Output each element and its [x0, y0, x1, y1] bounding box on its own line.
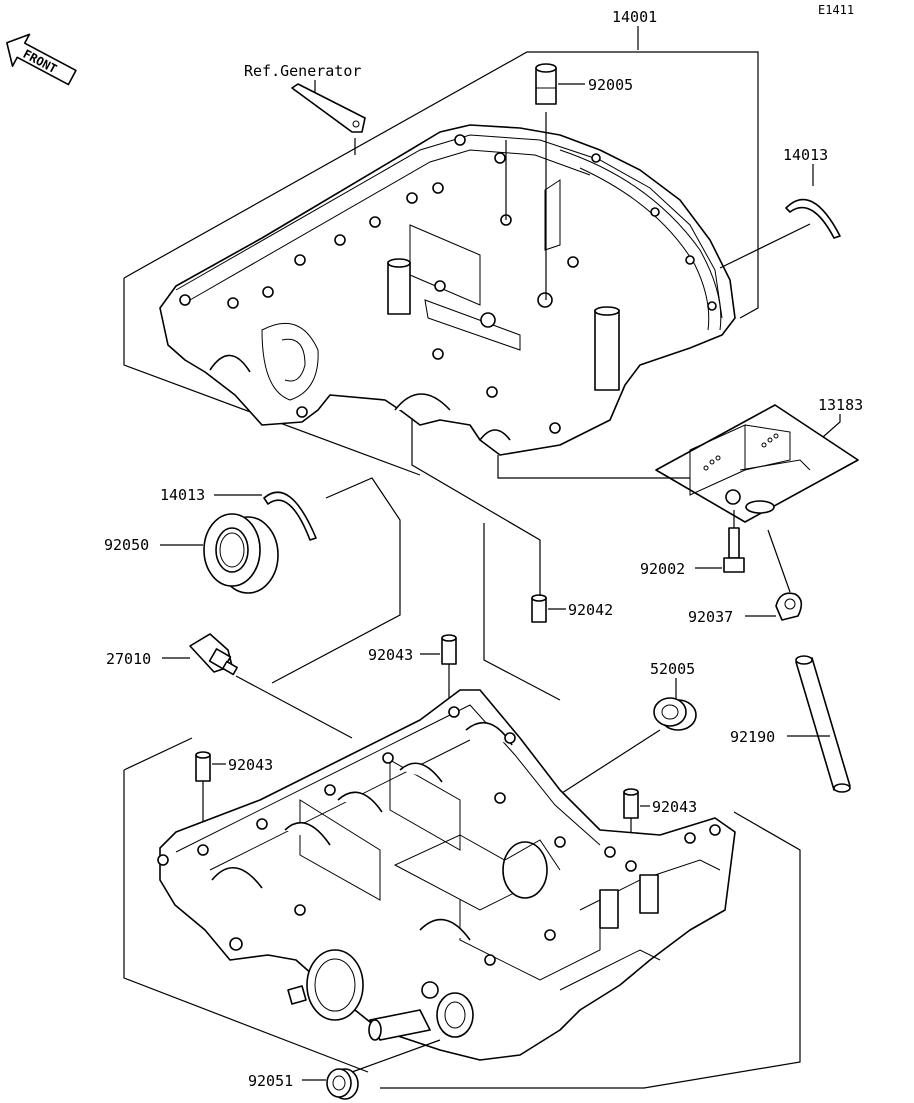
- lower-crankcase: [157, 689, 736, 1061]
- seal-92051-icon: [326, 1068, 359, 1100]
- oil-seal-92050-icon: [203, 513, 279, 594]
- clamp-92037-icon: [775, 592, 803, 621]
- bearing-insert-14013-top-icon: [785, 198, 841, 239]
- label-92043-a: 92043: [368, 646, 413, 664]
- bearing-insert-14013-left-icon: [263, 491, 317, 541]
- dowel-92042-icon: [531, 594, 547, 623]
- label-92190: 92190: [730, 728, 775, 746]
- label-92037: 92037: [688, 608, 733, 626]
- label-14013-left: 14013: [160, 486, 205, 504]
- label-27010: 27010: [106, 650, 151, 668]
- label-92002: 92002: [640, 560, 685, 578]
- label-92050: 92050: [104, 536, 149, 554]
- label-92043-c: 92043: [652, 798, 697, 816]
- bolt-92002-icon: [723, 527, 745, 573]
- upper-crankcase: [159, 124, 736, 456]
- neutral-switch-27010-icon: [189, 633, 238, 676]
- dowel-92005-icon: [535, 63, 557, 105]
- label-14013-top: 14013: [783, 146, 828, 164]
- baffle-plate-13183-icon: [655, 404, 859, 523]
- label-92051: 92051: [248, 1072, 293, 1090]
- dowel-92043-b-icon: [195, 751, 211, 782]
- label-92005: 92005: [588, 76, 633, 94]
- tube-92190-icon: [795, 655, 851, 793]
- diagram-code: E1411: [818, 3, 854, 17]
- generator-lead-clamp-icon: [291, 83, 366, 133]
- label-14001: 14001: [612, 8, 657, 26]
- front-arrow-icon: FRONT: [6, 33, 77, 86]
- label-52005: 52005: [650, 660, 695, 678]
- ref-generator-label: Ref.Generator: [244, 62, 361, 80]
- dowel-92043-a-icon: [441, 634, 457, 665]
- label-92043-b: 92043: [228, 756, 273, 774]
- seal-52005-icon: [653, 697, 697, 731]
- label-13183: 13183: [818, 396, 863, 414]
- label-92042: 92042: [568, 601, 613, 619]
- dowel-92043-c-icon: [623, 788, 639, 819]
